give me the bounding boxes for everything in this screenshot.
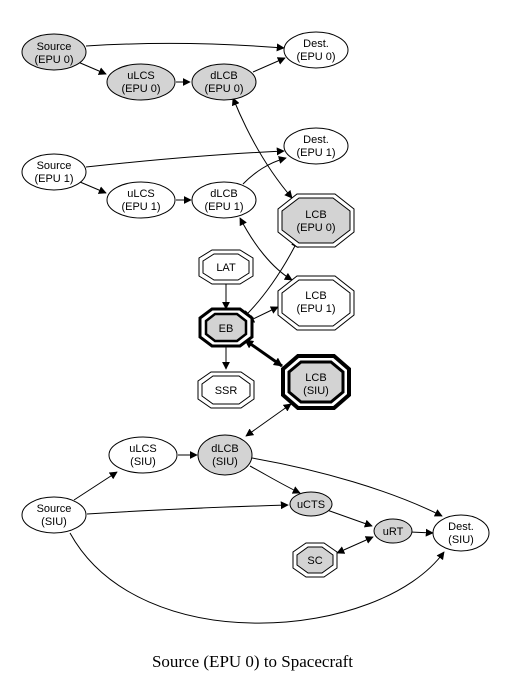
node-ulcs-siu[interactable]: uLCS (SIU) [108, 436, 178, 474]
edge-source-epu0-to-dest-epu0 [85, 43, 285, 52]
edge-source-siu-to-ulcs-siu [73, 471, 118, 501]
node-label: uLCS [129, 443, 157, 455]
edge-urt-to-dest-siu [409, 528, 434, 537]
edges [69, 43, 445, 624]
node-sublabel: (EPU 0) [121, 83, 160, 95]
node-sc[interactable]: SC [292, 542, 338, 578]
node-label: uLCS [127, 70, 155, 82]
node-label: uCTS [297, 499, 325, 511]
node-sublabel: (EPU 0) [296, 51, 335, 63]
edge-source-epu1-to-ulcs-epu1 [79, 181, 107, 194]
node-sublabel: (EPU 1) [296, 147, 335, 159]
node-sublabel: (EPU 1) [121, 201, 160, 213]
node-sublabel: (EPU 0) [34, 54, 73, 66]
edge-ucts-to-urt [326, 509, 373, 528]
node-label: dLCB [210, 188, 238, 200]
node-sublabel: (EPU 1) [34, 173, 73, 185]
node-sublabel: (EPU 1) [296, 303, 335, 315]
node-lcb-siu[interactable]: LCB (SIU) [281, 354, 351, 410]
figure-caption: Source (EPU 0) to Spacecraft [151, 652, 354, 671]
node-label: SC [307, 555, 322, 567]
node-label: Source [37, 503, 72, 515]
node-label: Dest. [303, 38, 329, 50]
node-sublabel: (SIU) [303, 385, 329, 397]
node-label: uRT [383, 526, 404, 538]
node-dest-siu[interactable]: Dest. (SIU) [432, 514, 490, 552]
edge-dlcb-epu0-lcb-epu0 [231, 97, 293, 199]
node-urt[interactable]: uRT [373, 518, 413, 544]
edge-sc-urt [336, 536, 374, 554]
node-sublabel: (EPU 0) [296, 222, 335, 234]
node-dest-epu0[interactable]: Dest. (EPU 0) [283, 31, 349, 69]
node-dest-epu1[interactable]: Dest. (EPU 1) [283, 127, 349, 165]
node-eb[interactable]: EB [198, 307, 254, 348]
node-source-siu[interactable]: Source (SIU) [21, 496, 87, 534]
edge-dlcb-epu0-to-dest-epu0 [252, 57, 286, 73]
edge-source-siu-to-dest-siu [69, 532, 445, 624]
node-label: LAT [216, 262, 236, 274]
node-source-epu0[interactable]: Source (EPU 0) [21, 33, 87, 71]
node-sublabel: (SIU) [448, 534, 474, 546]
node-lcb-epu0[interactable]: LCB (EPU 0) [277, 193, 355, 248]
node-label: uLCS [127, 188, 155, 200]
node-sublabel: (SIU) [41, 516, 67, 528]
node-lcb-epu1[interactable]: LCB (EPU 1) [277, 275, 355, 331]
edge-source-siu-to-ucts [86, 501, 289, 515]
node-lat[interactable]: LAT [198, 249, 254, 285]
edge-dlcb-siu-to-dest-siu [251, 457, 443, 517]
edge-dlcb-siu-to-ucts [249, 465, 301, 494]
node-source-epu1[interactable]: Source (EPU 1) [21, 153, 87, 191]
node-label: LCB [305, 372, 326, 384]
node-ulcs-epu1[interactable]: uLCS (EPU 1) [106, 181, 176, 219]
edge-source-epu1-to-dest-epu1 [85, 147, 285, 168]
node-label: Dest. [448, 521, 474, 533]
node-ulcs-epu0[interactable]: uLCS (EPU 0) [106, 63, 176, 101]
node-sublabel: (SIU) [212, 456, 238, 468]
edge-lcb-siu-dlcb-siu [245, 403, 292, 437]
node-dlcb-epu1[interactable]: dLCB (EPU 1) [191, 181, 257, 219]
node-label: Source [37, 41, 72, 53]
node-sublabel: (SIU) [130, 456, 156, 468]
node-label: LCB [305, 290, 326, 302]
nodes: Source (EPU 0) Dest. (EPU 0) uLCS (EPU 0… [21, 31, 490, 578]
edge-dlcb-epu1-to-dest-epu1 [242, 156, 287, 185]
node-sublabel: (EPU 1) [204, 201, 243, 213]
node-label: dLCB [211, 443, 239, 455]
node-dlcb-epu0[interactable]: dLCB (EPU 0) [191, 63, 257, 101]
node-ssr[interactable]: SSR [197, 371, 255, 409]
node-sublabel: (EPU 0) [204, 83, 243, 95]
edge-source-epu0-to-ulcs-epu0 [77, 61, 107, 75]
flow-diagram: Source (EPU 0) Dest. (EPU 0) uLCS (EPU 0… [21, 31, 490, 624]
node-label: EB [219, 323, 234, 335]
node-label: SSR [215, 385, 238, 397]
node-label: Source [37, 160, 72, 172]
node-label: Dest. [303, 134, 329, 146]
edge-eb-lcb-siu [244, 338, 283, 368]
node-label: LCB [305, 209, 326, 221]
node-ucts[interactable]: uCTS [289, 491, 333, 517]
node-label: dLCB [210, 70, 238, 82]
node-dlcb-siu[interactable]: dLCB (SIU) [197, 434, 253, 476]
